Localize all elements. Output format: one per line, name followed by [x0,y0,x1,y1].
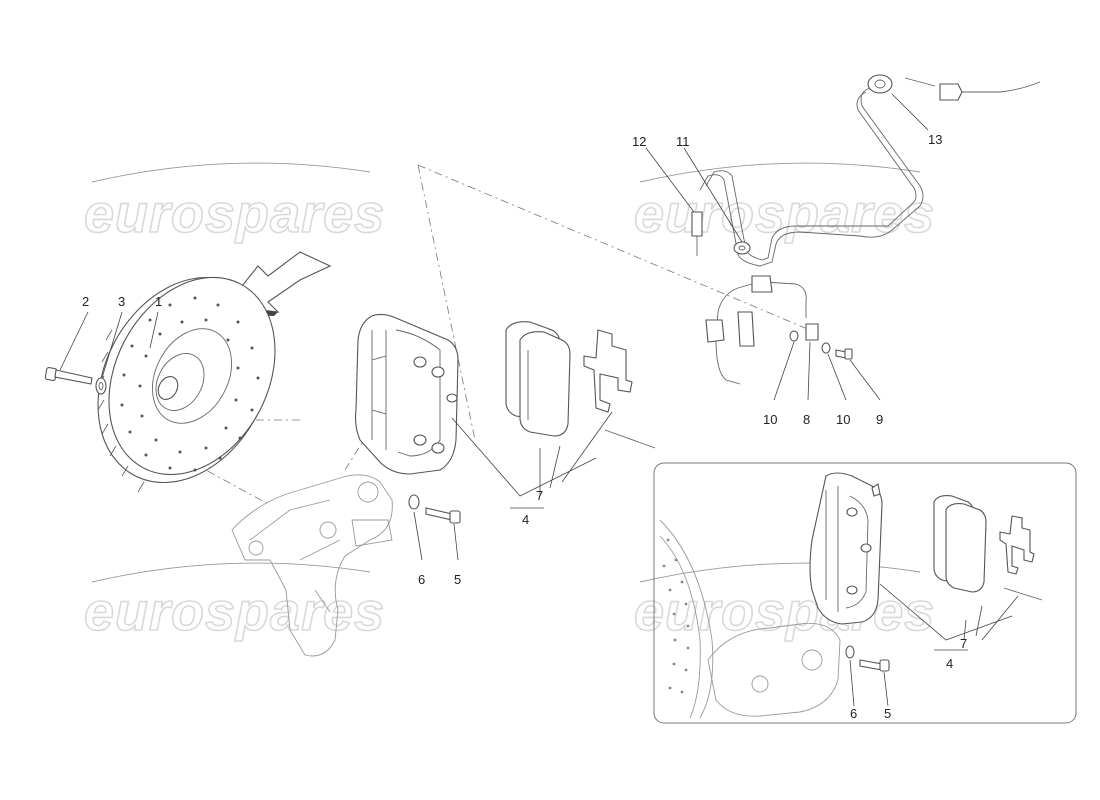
callout-7: 7 [536,488,543,503]
wear-sensor-cable [705,275,807,385]
pad-pin [604,429,656,449]
inset-callout-5: 5 [884,706,891,721]
brake-hose-line [691,74,1041,267]
watermark-layer: eurospares eurospares eurospares eurospa… [83,162,935,643]
inset-callout-6: 6 [850,706,857,721]
brake-pads [505,321,571,437]
callout-10-right: 10 [836,412,850,427]
callout-11: 11 [676,134,690,149]
main-callouts: 2 3 1 7 4 6 5 10 8 10 9 11 12 13 [82,132,942,587]
disc-washer [95,377,107,395]
callout-13: 13 [928,132,942,147]
callout-6: 6 [418,572,425,587]
watermark-bottom-right: eurospares [634,582,935,642]
caliper-bolt [425,507,461,524]
banjo-bolt [835,348,853,360]
callout-12: 12 [632,134,646,149]
brake-caliper [354,313,459,475]
watermark-top-left: eurospares [84,184,385,244]
copper-washer-right [821,342,831,354]
hub-carrier [231,474,393,657]
callout-10-left: 10 [763,412,777,427]
callout-5: 5 [454,572,461,587]
inset-detail: 7 4 6 5 [653,462,1077,724]
watermark-bottom-left: eurospares [84,582,385,642]
main-leaders [59,93,929,561]
brake-disc [97,276,276,493]
copper-washer-left [789,330,799,342]
disc-drill-holes [120,296,260,472]
callout-4: 4 [522,512,529,527]
disc-bolt [44,366,93,385]
callout-3: 3 [118,294,125,309]
inset-callout-4: 4 [946,656,953,671]
hose-union [805,323,819,341]
callout-2: 2 [82,294,89,309]
line-grommet [733,241,751,255]
callout-8: 8 [803,412,810,427]
pad-spring [583,329,633,413]
caliper-washer [408,494,420,510]
callout-1: 1 [155,294,162,309]
inset-callout-7: 7 [960,636,967,651]
callout-9: 9 [876,412,883,427]
